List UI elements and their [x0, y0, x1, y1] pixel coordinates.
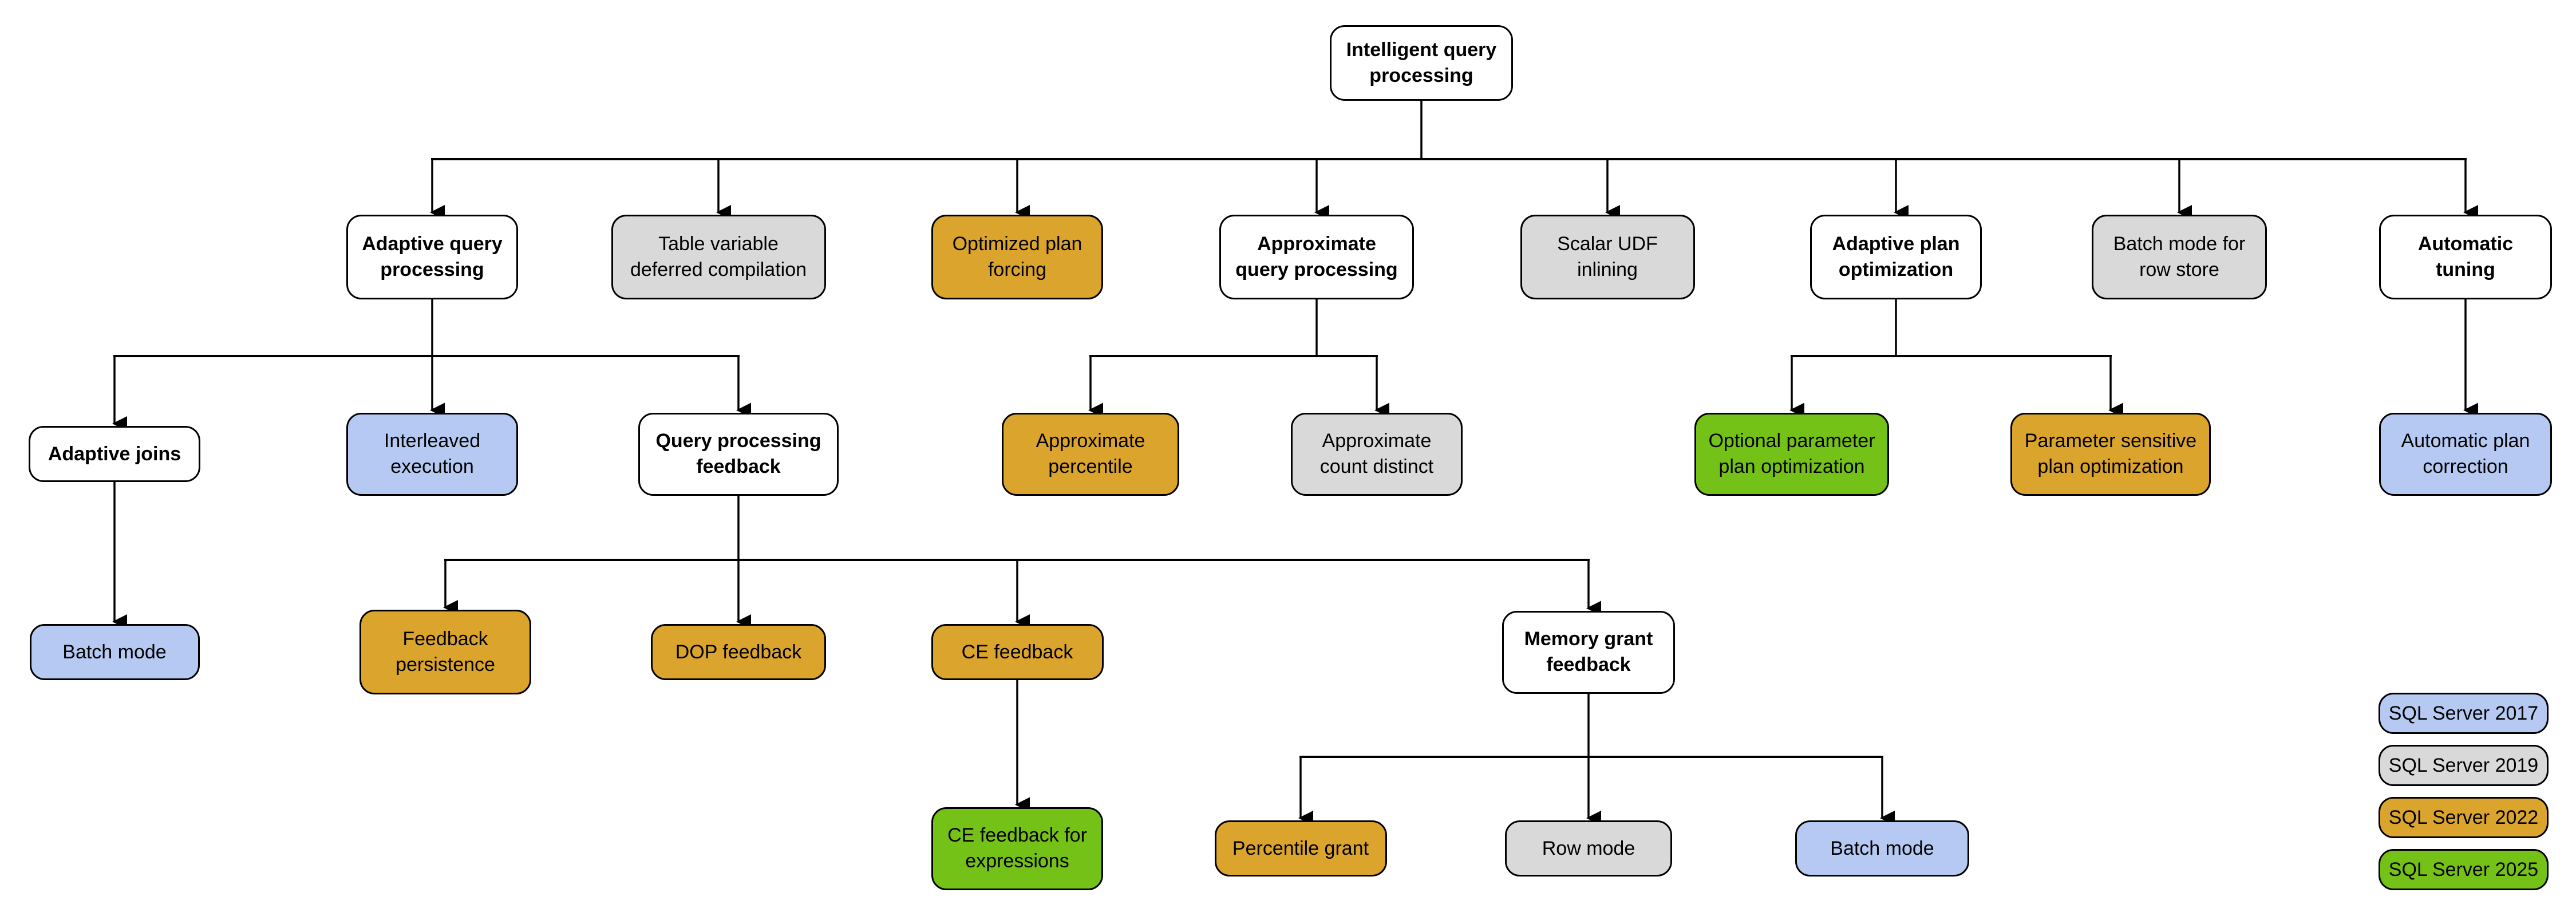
node-label: Batch mode for row store: [2113, 233, 2246, 281]
node-label: Optional parameter plan optimization: [1708, 430, 1875, 477]
legend-label: SQL Server 2017: [2388, 702, 2539, 724]
node-label: Feedback persistence: [396, 628, 495, 676]
node-fp: Feedback persistence: [359, 610, 531, 694]
connector-edges: [112, 101, 2478, 826]
node-mgf: Memory grant feedback: [1502, 610, 1675, 694]
node-bmrs: Batch mode for row store: [2092, 215, 2267, 299]
node-aper: Approximate percentile: [1002, 412, 1179, 496]
node-cef: CE feedback: [931, 624, 1104, 680]
node-label: Optimized plan forcing: [952, 233, 1082, 281]
node-label: Intelligent query processing: [1346, 39, 1497, 86]
legend-label: SQL Server 2022: [2388, 806, 2539, 828]
node-acd: Approximate count distinct: [1291, 412, 1463, 496]
node-aqp: Adaptive query processing: [346, 215, 518, 299]
node-label: Table variable deferred compilation: [630, 233, 807, 281]
node-label: Adaptive plan optimization: [1832, 233, 1960, 281]
node-label: Automatic plan correction: [2401, 430, 2530, 477]
node-oppo: Optional parameter plan optimization: [1694, 412, 1889, 496]
node-label: Scalar UDF inlining: [1557, 233, 1658, 281]
node-label: Batch mode: [1830, 837, 1934, 859]
node-bm2: Batch mode: [1795, 820, 1969, 876]
node-label: CE feedback for expressions: [947, 824, 1087, 872]
node-label: Percentile grant: [1232, 837, 1369, 859]
node-dop: DOP feedback: [651, 624, 826, 680]
node-label: Approximate count distinct: [1319, 430, 1434, 477]
node-label: Batch mode: [62, 641, 167, 663]
legend-item-sql-server-2017: SQL Server 2017: [2379, 693, 2549, 734]
node-ie: Interleaved execution: [346, 412, 518, 496]
legend: SQL Server 2017 SQL Server 2019 SQL Serv…: [2379, 693, 2549, 901]
node-apc: Automatic plan correction: [2379, 412, 2552, 496]
node-label: Parameter sensitive plan optimization: [2024, 430, 2197, 477]
node-rm: Row mode: [1505, 820, 1672, 876]
node-root: Intelligent query processing: [1330, 25, 1513, 101]
legend-item-sql-server-2022: SQL Server 2022: [2379, 797, 2549, 838]
node-label: Approximate percentile: [1036, 430, 1145, 477]
node-label: Memory grant feedback: [1524, 628, 1653, 676]
node-pspo: Parameter sensitive plan optimization: [2010, 412, 2211, 496]
legend-item-sql-server-2025: SQL Server 2025: [2379, 849, 2549, 890]
node-label: DOP feedback: [675, 641, 802, 663]
node-atun: Automatic tuning: [2379, 215, 2552, 299]
legend-label: SQL Server 2019: [2388, 754, 2539, 776]
legend-label: SQL Server 2025: [2388, 858, 2539, 881]
node-bm1: Batch mode: [29, 624, 200, 680]
node-aqpr: Approximate query processing: [1219, 215, 1414, 299]
node-apo: Adaptive plan optimization: [1810, 215, 1982, 299]
node-label: Adaptive query processing: [362, 233, 503, 281]
node-pg: Percentile grant: [1214, 820, 1387, 876]
node-label: Interleaved execution: [384, 430, 481, 477]
node-opf: Optimized plan forcing: [931, 215, 1103, 299]
node-label: CE feedback: [961, 641, 1073, 663]
node-tvdc: Table variable deferred compilation: [611, 215, 826, 299]
node-qpf: Query processing feedback: [638, 412, 839, 496]
node-sudf: Scalar UDF inlining: [1520, 215, 1695, 299]
node-aj: Adaptive joins: [29, 426, 200, 482]
node-label: Row mode: [1542, 837, 1635, 859]
legend-item-sql-server-2019: SQL Server 2019: [2379, 745, 2549, 786]
node-label: Automatic tuning: [2417, 233, 2514, 281]
node-label: Adaptive joins: [48, 443, 181, 465]
node-label: Query processing feedback: [655, 430, 821, 477]
node-cefe: CE feedback for expressions: [931, 807, 1103, 890]
node-label: Approximate query processing: [1235, 233, 1398, 281]
